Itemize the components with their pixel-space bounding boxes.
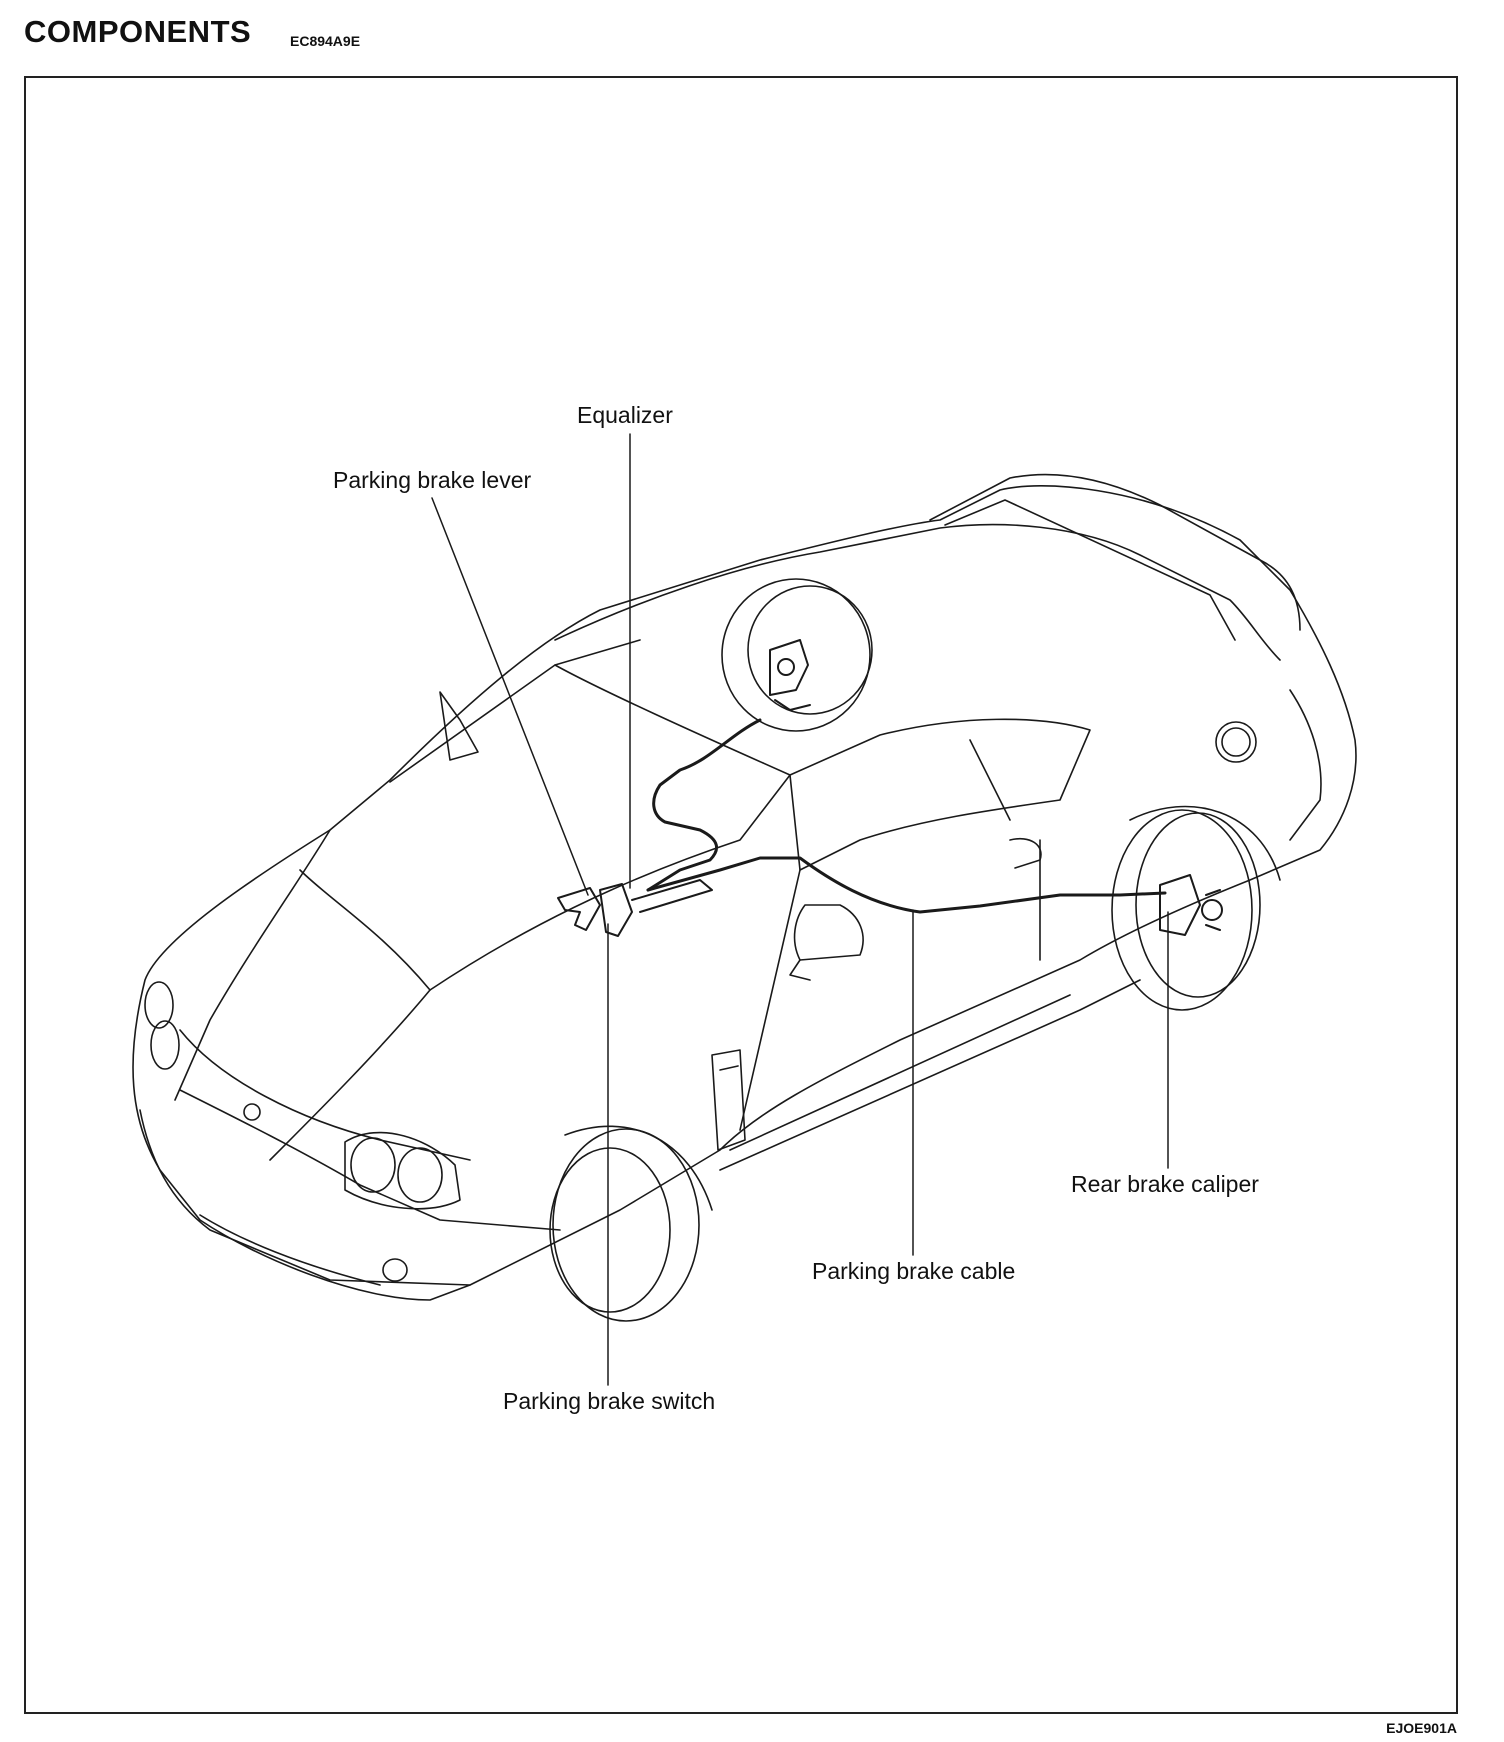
label-parking-brake-switch: Parking brake switch bbox=[503, 1388, 716, 1414]
front-wheel bbox=[549, 1125, 713, 1322]
page-title: COMPONENTS bbox=[24, 14, 252, 49]
section-code: EC894A9E bbox=[290, 33, 361, 49]
parking-brake-lever-assembly bbox=[557, 879, 713, 937]
parking-brake-cable bbox=[646, 856, 1167, 914]
label-rear-brake-caliper: Rear brake caliper bbox=[1071, 1171, 1259, 1197]
figure-id: EJOE901A bbox=[1386, 1720, 1457, 1736]
rear-wheel-right bbox=[1111, 805, 1281, 1011]
label-equalizer: Equalizer bbox=[577, 402, 673, 428]
rear-wheel-left bbox=[721, 578, 873, 732]
figure-frame bbox=[24, 76, 1458, 1714]
label-parking-brake-cable: Parking brake cable bbox=[812, 1258, 1016, 1284]
rear-brake-caliper-right bbox=[1159, 874, 1223, 936]
car-body bbox=[132, 473, 1357, 1301]
label-parking-brake-lever: Parking brake lever bbox=[333, 467, 532, 493]
leader-parking-brake-lever bbox=[431, 497, 589, 896]
leader-lines bbox=[431, 433, 1169, 1386]
parking-brake-cable bbox=[646, 718, 762, 892]
rear-brake-caliper-left bbox=[769, 639, 811, 711]
